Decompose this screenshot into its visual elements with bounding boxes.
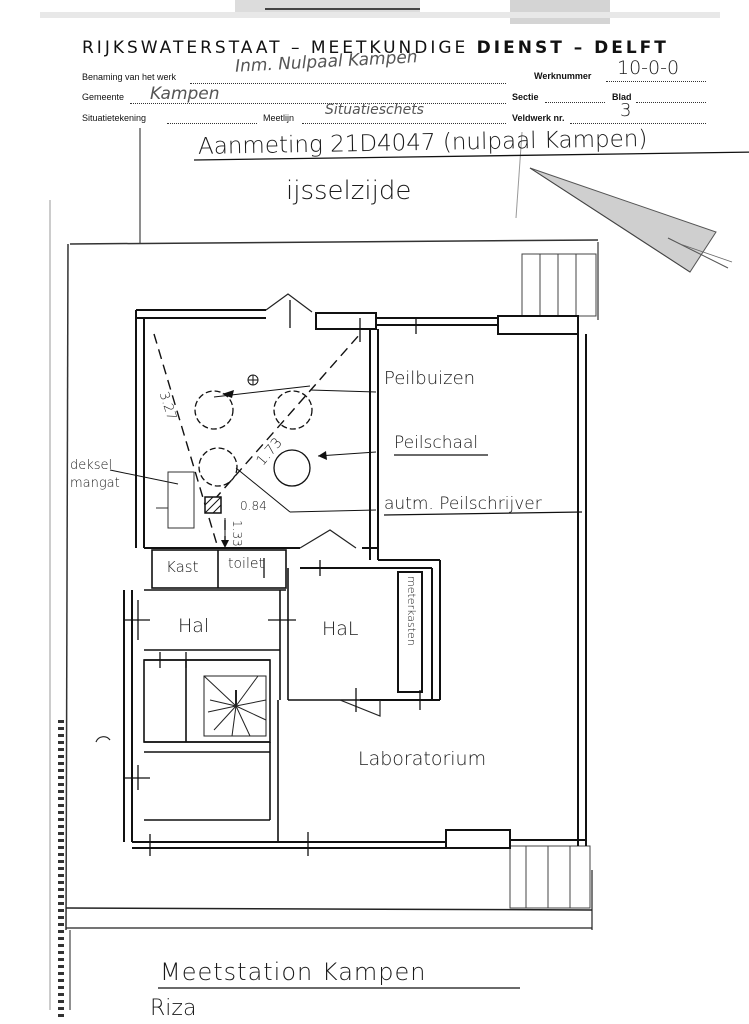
interior-partitions bbox=[143, 549, 360, 842]
label-peilbuizen: Peilbuizen bbox=[384, 368, 476, 389]
organization-title: RIJKSWATERSTAAT – MEETKUNDIGE DIENST – D… bbox=[82, 38, 669, 58]
room-hal-left: Hal bbox=[178, 615, 210, 637]
room-meterkasten: meterkasten bbox=[405, 576, 418, 646]
org-name-suffix: DIENST – DELFT bbox=[476, 38, 669, 58]
top-strip-artifacts bbox=[40, 0, 720, 24]
field-line-sectie bbox=[545, 102, 605, 103]
label-blad: Blad bbox=[612, 92, 632, 102]
field-line-benaming bbox=[190, 83, 506, 84]
stairs-top-right bbox=[521, 253, 597, 317]
label-peilschaal: Peilschaal bbox=[394, 433, 479, 453]
site-boundary-left bbox=[65, 243, 69, 931]
org-name-prefix: RIJKSWATERSTAAT – MEETKUNDIGE bbox=[82, 38, 477, 58]
site-boundary-bottom bbox=[65, 907, 593, 911]
field-line-werknummer bbox=[606, 81, 706, 82]
label-veldwerk: Veldwerk nr. bbox=[512, 113, 565, 123]
value-werknummer: 10-0-0 bbox=[617, 57, 680, 79]
peilbuis-circles bbox=[194, 390, 313, 487]
wall-ticks bbox=[124, 300, 421, 856]
room-toilet: toilet bbox=[228, 556, 264, 572]
dim-1-33: 1.33 bbox=[230, 520, 244, 547]
field-line-gemeente bbox=[130, 103, 506, 104]
site-boundary-top bbox=[69, 239, 599, 245]
door-swings bbox=[95, 293, 381, 743]
field-line-situatietekening bbox=[167, 123, 257, 124]
spiral-stair bbox=[203, 675, 267, 737]
value-meetlijn: Situatieschets bbox=[325, 102, 424, 118]
label-benaming: Benaming van het werk bbox=[82, 72, 177, 82]
building-walls bbox=[123, 309, 587, 849]
footer-signature: Riza bbox=[150, 996, 197, 1021]
footer-title: Meetstation Kampen bbox=[160, 958, 427, 986]
label-ijsselzijde: ijsselzijde bbox=[286, 176, 412, 206]
label-meetlijn: Meetlijn bbox=[263, 113, 295, 123]
field-line-blad bbox=[636, 102, 706, 103]
leader-lines bbox=[109, 385, 377, 513]
peilschaal-circle bbox=[273, 449, 311, 487]
text-underlines bbox=[158, 151, 749, 989]
value-veldwerk: 3 bbox=[620, 100, 632, 121]
dim-0-84: 0.84 bbox=[240, 499, 267, 513]
label-deksel: deksel bbox=[70, 458, 113, 473]
north-arrow-icon bbox=[529, 167, 733, 273]
deksel-mangat-box bbox=[167, 471, 195, 529]
label-situatietekening: Situatietekening bbox=[82, 113, 147, 123]
field-line-meetlijn bbox=[302, 123, 506, 124]
label-mangat: mangat bbox=[70, 476, 120, 491]
label-gemeente: Gemeente bbox=[82, 92, 125, 102]
room-kast: Kast bbox=[166, 558, 199, 576]
field-line-veldwerk bbox=[570, 123, 706, 124]
stairs-bottom-right bbox=[509, 845, 591, 909]
measurement-lines bbox=[153, 333, 361, 549]
crosshair-icon bbox=[247, 374, 259, 386]
label-sectie: Sectie bbox=[512, 92, 539, 102]
room-hal-right: HaL bbox=[322, 618, 359, 640]
label-werknummer: Werknummer bbox=[534, 71, 592, 81]
value-gemeente: Kampen bbox=[150, 84, 220, 104]
label-peilschrijver: autm. Peilschrijver bbox=[384, 494, 542, 514]
room-laboratorium: Laboratorium bbox=[358, 748, 487, 770]
binder-perforation bbox=[58, 720, 64, 1020]
